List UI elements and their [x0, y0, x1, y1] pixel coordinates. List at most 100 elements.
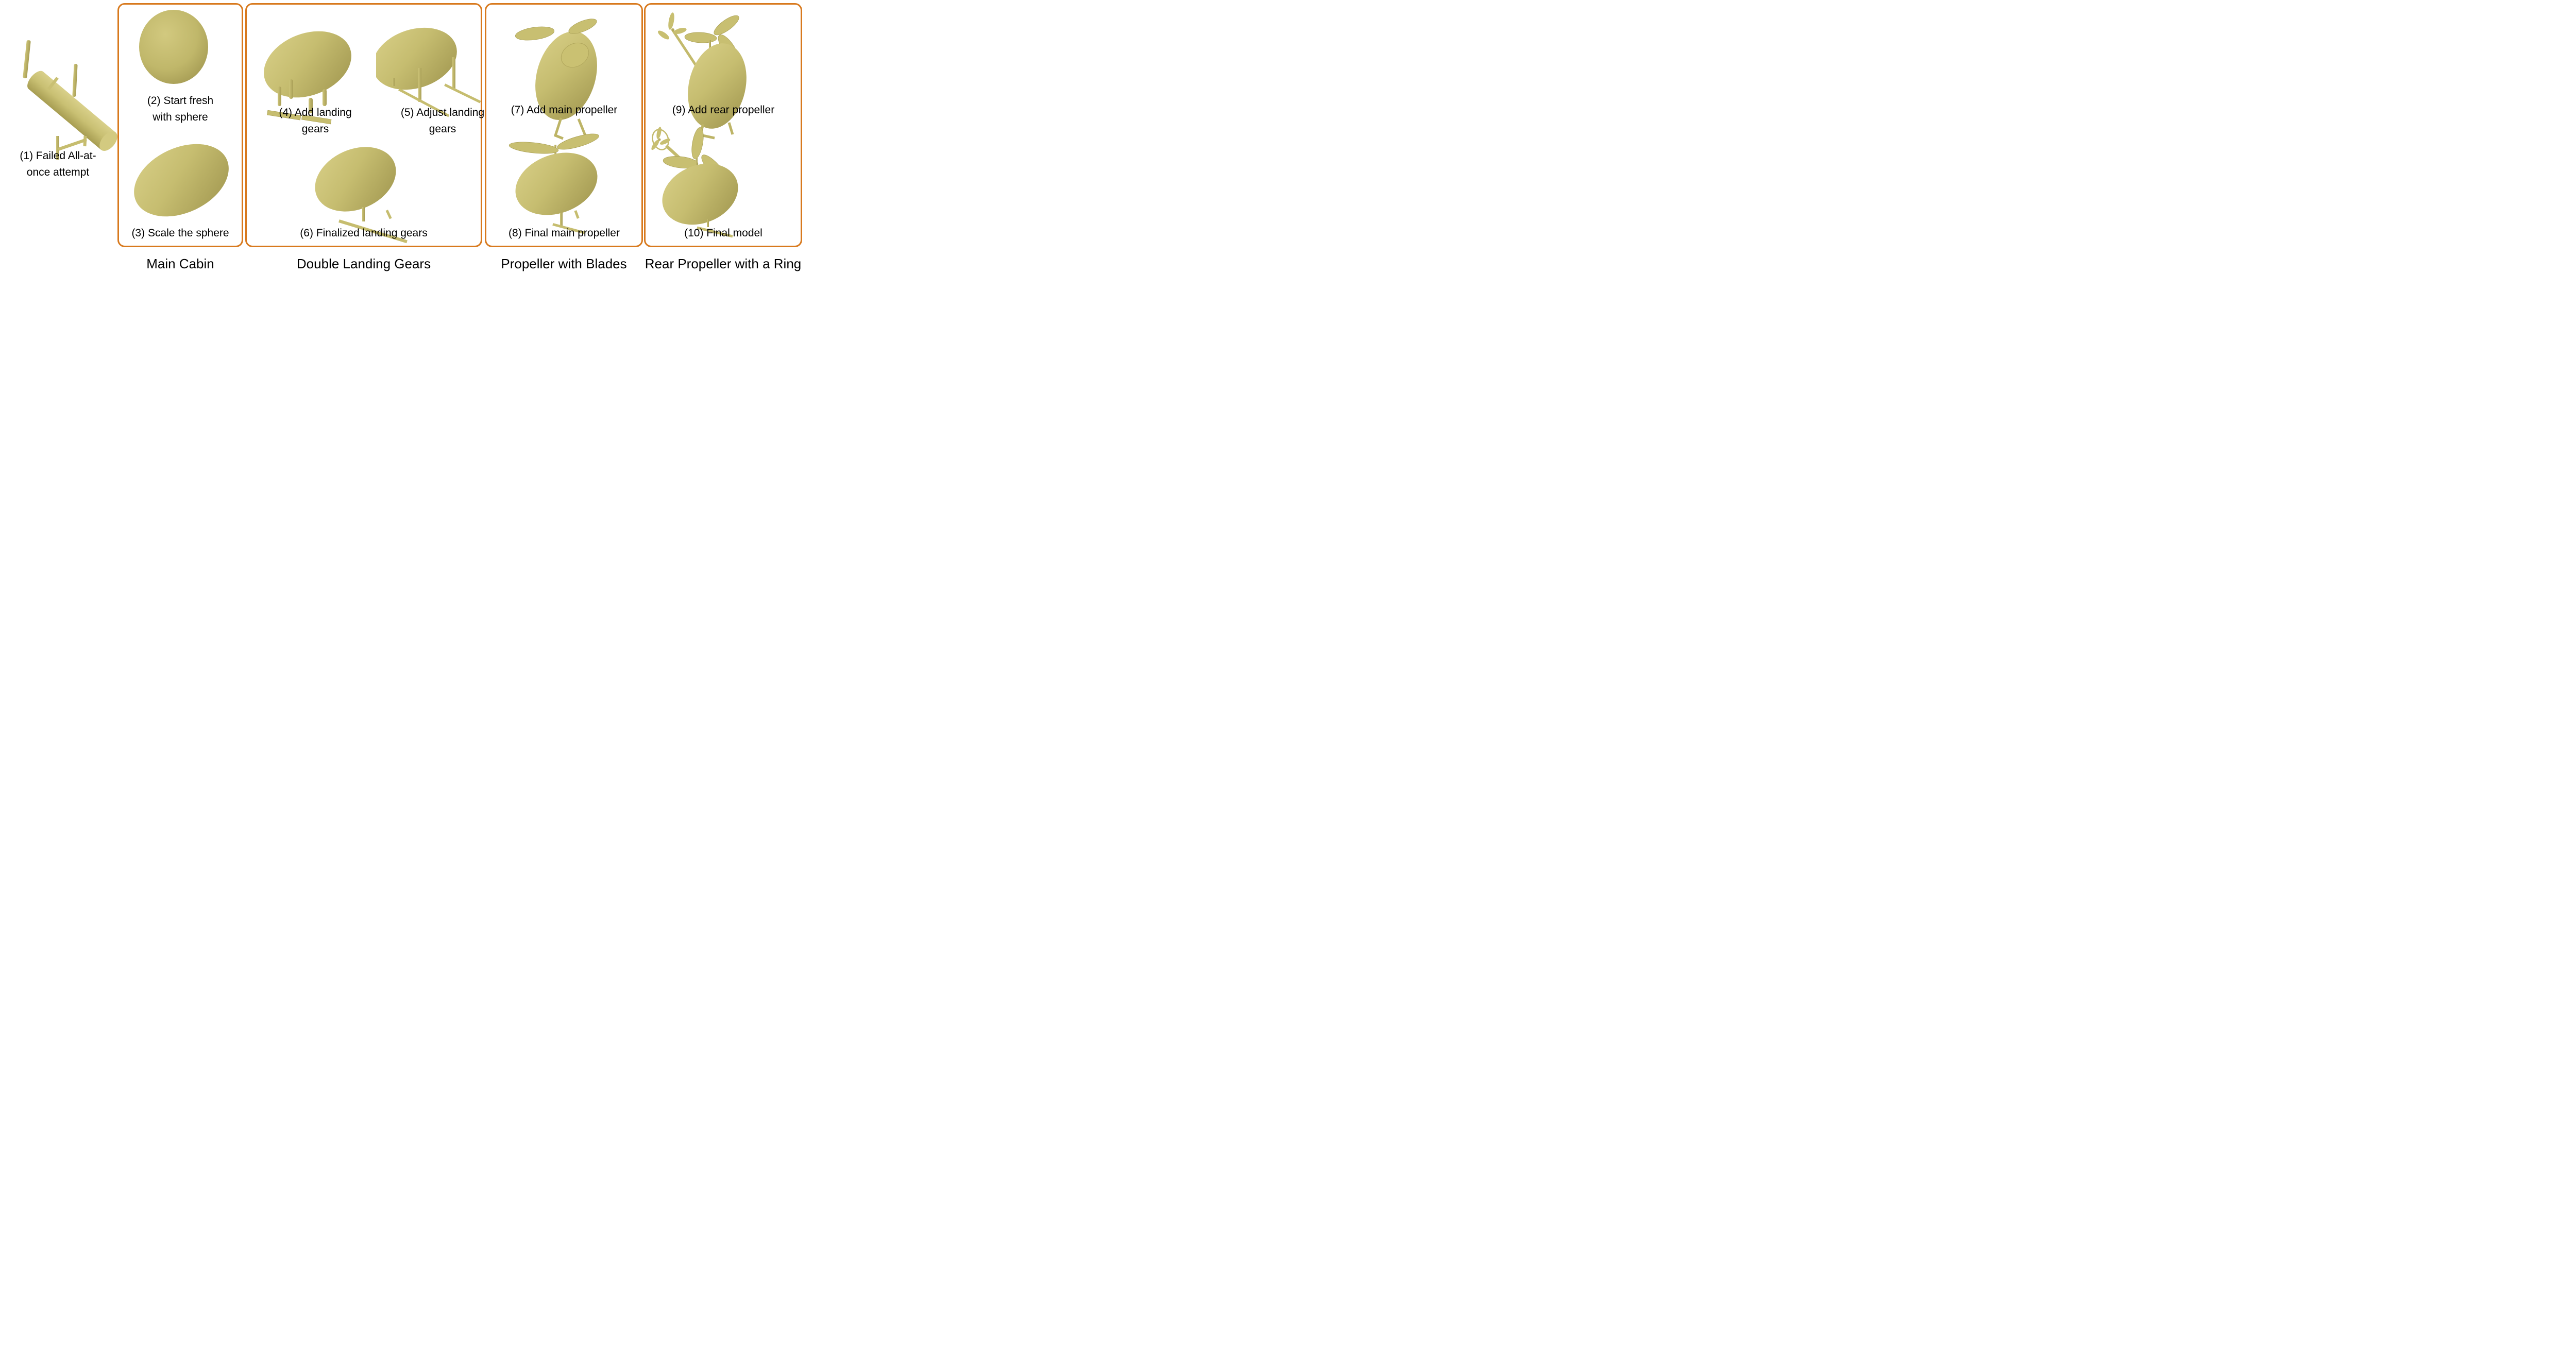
gear-leg [323, 89, 327, 106]
rear-rotor-blade [673, 28, 687, 34]
gear-post [362, 207, 365, 221]
caption-step-8: (8) Final main propeller [487, 225, 641, 242]
propeller-blade [691, 127, 704, 159]
propeller-blade [684, 32, 717, 43]
gear-leg [278, 87, 281, 106]
model-step-2-render [139, 10, 208, 84]
rear-rotor-blade [651, 139, 659, 150]
rear-rotor-blade [657, 30, 670, 40]
caption-line: gears [429, 123, 456, 135]
hatch-disc [561, 42, 589, 68]
caption-line: (10) Final model [684, 227, 762, 239]
stray-rod [23, 40, 31, 78]
gear-leg [309, 98, 313, 113]
skid-post [56, 136, 59, 160]
propeller-blade [509, 142, 559, 154]
model-step-7-render [515, 19, 597, 140]
model-step-8-render [509, 133, 599, 234]
gear-stub [392, 78, 395, 86]
panel-propeller-with-blades [485, 3, 643, 247]
propeller-blade [515, 26, 555, 41]
tail-boom [671, 29, 700, 71]
panel-label-propeller-with-blades: Propeller with Blades [501, 256, 627, 271]
stray-rod [72, 64, 78, 97]
gear-stub [385, 210, 392, 219]
propeller-blade [568, 19, 597, 34]
cabin-body [376, 27, 457, 90]
panel-label-double-landing-gears: Double Landing Gears [296, 256, 431, 271]
ellipsoid-body [134, 144, 229, 217]
rotor-mast [696, 158, 698, 168]
caption-line: (1) Failed All-at- [20, 150, 96, 162]
cabin-body [688, 43, 747, 129]
gear-rail [398, 88, 450, 117]
skid-bar [301, 114, 332, 125]
skid-stub [83, 135, 87, 147]
gear-rail [697, 226, 733, 238]
gear-rail [552, 223, 585, 234]
caption-step-9: (9) Add rear propeller [646, 102, 801, 118]
caption-line: (8) Final main propeller [509, 227, 620, 239]
panel-label-rear-propeller-ring: Rear Propeller with a Ring [645, 256, 802, 271]
propeller-blade [714, 15, 739, 36]
gear-rail [444, 83, 481, 104]
caption-line: with sphere [152, 111, 208, 123]
rear-rotor-hub [658, 138, 661, 141]
rotor-mast [709, 40, 711, 48]
cabin-body [515, 152, 598, 215]
gear-leg [727, 122, 734, 135]
rear-rotor-blade [668, 12, 674, 30]
panel-label-main-cabin: Main Cabin [146, 256, 214, 271]
rear-rotor-blade [656, 127, 662, 139]
caption-line: (4) Add landing [279, 107, 352, 118]
caption-step-6: (6) Finalized landing gears [247, 225, 480, 242]
rear-rotor-hub [671, 28, 674, 31]
caption-line: gears [301, 123, 329, 135]
gear-post [418, 68, 421, 102]
model-step-6-render [315, 147, 408, 244]
gear-post [560, 213, 563, 226]
caption-step-7: (7) Add main propeller [487, 102, 641, 118]
caption-step-5: (5) Adjust landing gears [394, 105, 492, 138]
skid-bar [267, 110, 301, 121]
caption-line: (2) Start fresh [147, 95, 214, 107]
caption-step-4: (4) Add landing gears [266, 105, 364, 138]
propeller-blade [663, 156, 699, 168]
rear-rotor-blade [659, 139, 671, 145]
caption-line: (9) Add rear propeller [672, 104, 775, 116]
rear-propeller-ring [652, 129, 669, 150]
small-handle-rod [47, 77, 59, 90]
panel-double-landing-gears [245, 3, 482, 247]
gear-stub [574, 210, 580, 219]
gear-post [452, 57, 455, 90]
caption-step-2: (2) Start fresh with sphere [120, 93, 241, 126]
sphere-body [139, 10, 208, 84]
model-step-1-render [23, 40, 117, 160]
caption-line: once attempt [26, 166, 90, 178]
caption-step-1: (1) Failed All-at- once attempt [3, 148, 113, 181]
gear-rail [338, 219, 408, 244]
gear-post [707, 219, 709, 227]
panel-rear-propeller-ring [644, 3, 802, 247]
model-step-10-render [651, 127, 738, 238]
caption-line: (6) Finalized landing gears [300, 227, 428, 239]
skid-bar [58, 138, 87, 151]
cabin-body [662, 163, 738, 225]
model-step-4-render [264, 31, 351, 125]
panel-main-cabin [117, 3, 243, 247]
model-step-9-render [657, 12, 747, 140]
figure-canvas: (1) Failed All-at- once attempt (2) Star… [0, 0, 805, 274]
caption-step-10: (10) Final model [646, 225, 801, 242]
model-step-3-render [134, 144, 229, 217]
cabin-body [315, 147, 396, 212]
propeller-blade [557, 133, 599, 150]
caption-line: (7) Add main propeller [511, 104, 618, 116]
cabin-body [264, 31, 351, 98]
tilted-cylinder-body [27, 71, 117, 151]
caption-line: (3) Scale the sphere [131, 227, 229, 239]
gear-leg [553, 117, 564, 140]
gear-leg [289, 79, 293, 99]
caption-step-3: (3) Scale the sphere [120, 225, 241, 242]
caption-line: (5) Adjust landing [400, 107, 485, 118]
model-step-5-render [376, 27, 481, 117]
